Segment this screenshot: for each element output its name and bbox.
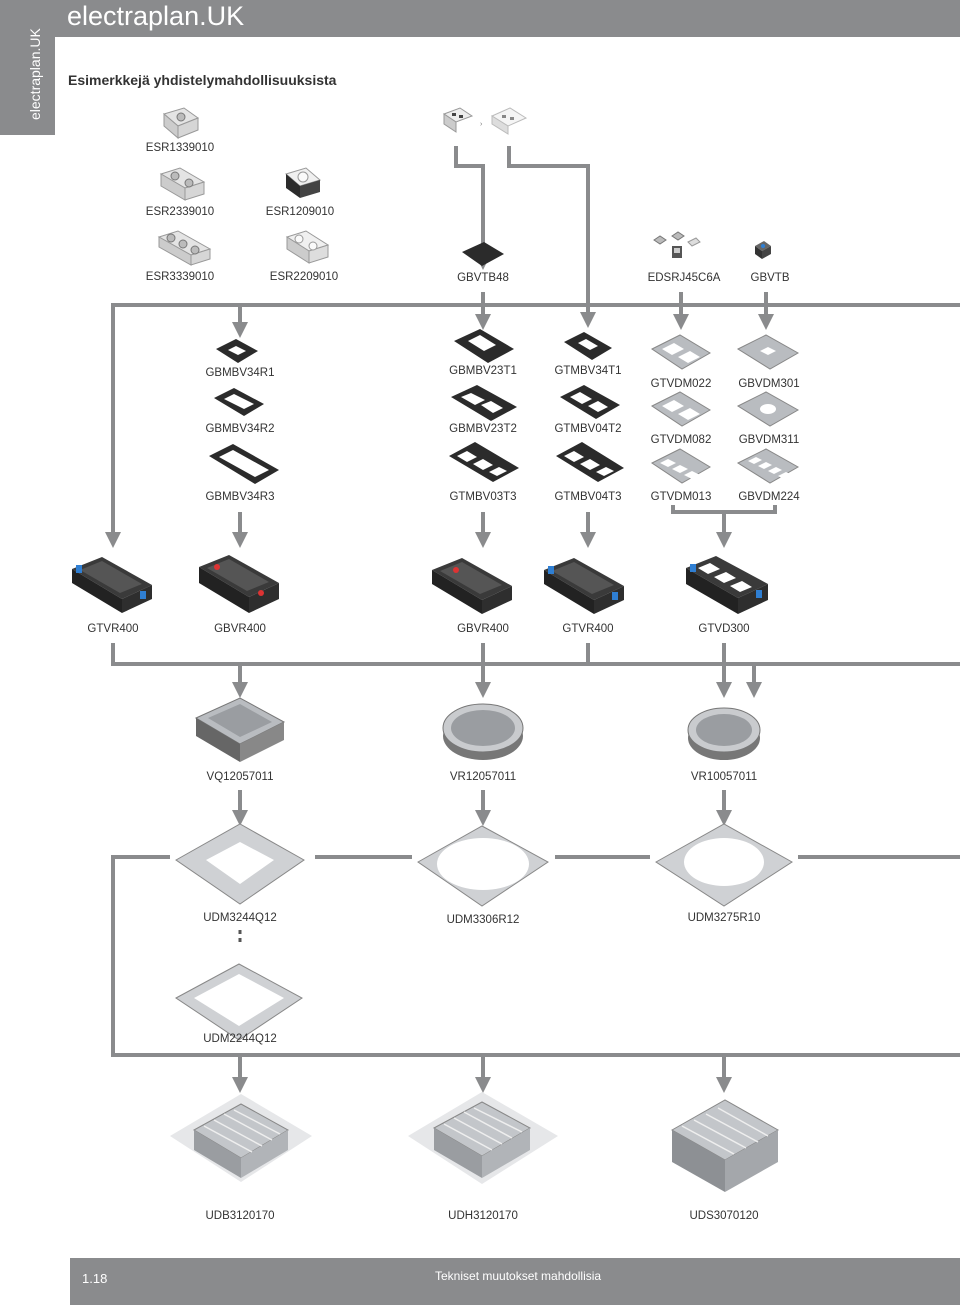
lid-square-image bbox=[192, 696, 288, 766]
label-udm2244q12: UDM2244Q12 bbox=[203, 1033, 277, 1045]
frame-03t3-image bbox=[445, 440, 523, 486]
frame-23t1-image bbox=[450, 327, 518, 367]
label-uds3070120: UDS3070120 bbox=[689, 1210, 758, 1222]
frame-34t1-image bbox=[560, 330, 616, 364]
gbvtb-module-image bbox=[752, 238, 774, 262]
mounting-frame-square-small-image bbox=[172, 962, 306, 1042]
box-gtvr400-a-image bbox=[68, 555, 156, 617]
socket-double-image bbox=[158, 166, 208, 202]
label-udm3275r10: UDM3275R10 bbox=[688, 912, 761, 924]
label-esr3339010: ESR3339010 bbox=[146, 271, 214, 283]
frame-r3-image bbox=[205, 442, 283, 488]
label-gtvdm022: GTVDM022 bbox=[651, 378, 712, 390]
label-gbvdm301: GBVDM301 bbox=[738, 378, 799, 390]
label-gtvr400-a: GTVR400 bbox=[87, 623, 138, 635]
label-esr2209010: ESR2209010 bbox=[270, 271, 338, 283]
label-gbvr400-a: GBVR400 bbox=[214, 623, 266, 635]
plate-gbvdm224-image bbox=[734, 447, 802, 487]
mounting-frame-round-large-image bbox=[414, 824, 552, 908]
floor-unit-udh-image bbox=[404, 1088, 562, 1200]
label-gbvtb48: GBVTB48 bbox=[457, 272, 509, 284]
frame-r1-image bbox=[212, 337, 262, 367]
connector-line bbox=[113, 643, 960, 664]
footer-note: Tekniset muutokset mahdollisia bbox=[435, 1269, 601, 1283]
label-gtmbv34t1: GTMBV34T1 bbox=[554, 365, 621, 377]
label-vq12057011: VQ12057011 bbox=[207, 771, 274, 783]
label-udm3244q12: UDM3244Q12 bbox=[203, 912, 277, 924]
lid-round-small-image bbox=[684, 704, 764, 766]
label-gbvr400-b: GBVR400 bbox=[457, 623, 509, 635]
mounting-frame-round-small-image bbox=[652, 822, 796, 908]
box-gtvr400-b-image bbox=[540, 556, 628, 618]
socket-schuko-double-image bbox=[284, 229, 332, 267]
label-gtmbv04t2: GTMBV04T2 bbox=[554, 423, 621, 435]
label-edsrj45c6a: EDSRJ45C6A bbox=[648, 272, 721, 284]
frame-04t3-image bbox=[552, 440, 628, 486]
label-vr12057011: VR12057011 bbox=[450, 771, 516, 783]
plate-gbvdm301-image bbox=[734, 333, 802, 373]
label-gbmbv23t1: GBMBV23T1 bbox=[449, 365, 517, 377]
blank-plate-image bbox=[460, 240, 506, 268]
label-gtmbv03t3: GTMBV03T3 bbox=[449, 491, 516, 503]
label-gtvdm013: GTVDM013 bbox=[651, 491, 712, 503]
frame-04t2-image bbox=[556, 383, 624, 423]
lid-round-large-image bbox=[440, 700, 526, 766]
socket-schuko-image bbox=[282, 166, 322, 202]
label-gbmbv34r2: GBMBV34R2 bbox=[205, 423, 274, 435]
label-gbmbv34r1: GBMBV34R1 bbox=[205, 367, 274, 379]
label-udm3306r12: UDM3306R12 bbox=[447, 914, 520, 926]
label-gbvdm311: GBVDM311 bbox=[739, 434, 800, 446]
socket-triple-image bbox=[156, 229, 214, 267]
label-udh3120170: UDH3120170 bbox=[448, 1210, 518, 1222]
label-gtvr400-b: GTVR400 bbox=[562, 623, 613, 635]
label-esr1209010: ESR1209010 bbox=[266, 206, 334, 218]
label-gbmbv23t2: GBMBV23T2 bbox=[449, 423, 517, 435]
plate-gtvdm022-image bbox=[648, 333, 714, 373]
plate-gtvdm082-image bbox=[648, 390, 714, 430]
box-gtvd300-image bbox=[682, 554, 772, 618]
label-esr1339010: ESR1339010 bbox=[146, 142, 214, 154]
rj45-connector-image bbox=[650, 230, 702, 266]
label-gbvtb: GBVTB bbox=[751, 272, 790, 284]
mounting-frame-square-image bbox=[172, 822, 308, 906]
connector-line bbox=[509, 146, 588, 320]
box-gbvr400-a-image bbox=[195, 553, 283, 617]
frame-r2-image bbox=[210, 386, 268, 420]
label-udb3120170: UDB3120170 bbox=[205, 1210, 274, 1222]
label-gbmbv34r3: GBMBV34R3 bbox=[205, 491, 274, 503]
label-esr2339010: ESR2339010 bbox=[146, 206, 214, 218]
svg-text:›: › bbox=[480, 121, 483, 128]
label-vr10057011: VR10057011 bbox=[691, 771, 757, 783]
data-module-image: › bbox=[440, 104, 530, 140]
connector-line bbox=[673, 505, 775, 512]
plate-gbvdm311-image bbox=[734, 390, 802, 430]
label-gbvdm224: GBVDM224 bbox=[738, 491, 799, 503]
label-gtmbv04t3: GTMBV04T3 bbox=[554, 491, 621, 503]
label-gtvdm082: GTVDM082 bbox=[651, 434, 712, 446]
floor-unit-uds-image bbox=[650, 1088, 800, 1200]
label-gtvd300: GTVD300 bbox=[698, 623, 749, 635]
page-number: 1.18 bbox=[82, 1271, 107, 1286]
socket-single-image bbox=[160, 106, 200, 140]
floor-unit-udb-image bbox=[166, 1090, 316, 1200]
plate-gtvdm013-image bbox=[648, 447, 714, 487]
box-gbvr400-b-image bbox=[428, 556, 516, 618]
frame-23t2-image bbox=[447, 383, 521, 423]
page-footer: 1.18 Tekniset muutokset mahdollisia bbox=[70, 1258, 960, 1305]
